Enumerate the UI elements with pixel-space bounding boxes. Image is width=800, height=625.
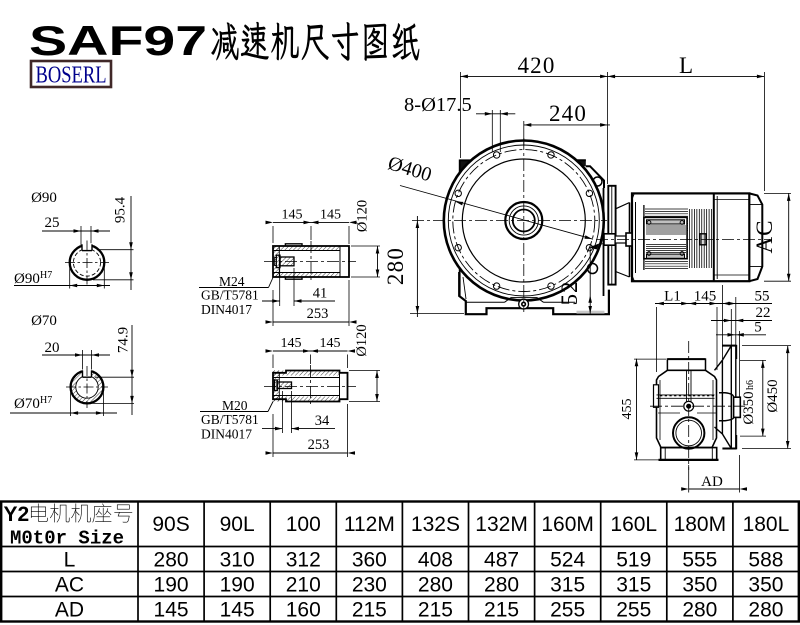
svg-text:112M: 112M	[344, 513, 395, 536]
svg-text:22: 22	[756, 305, 771, 321]
svg-text:20: 20	[45, 340, 60, 356]
svg-text:145: 145	[220, 598, 255, 621]
svg-text:280: 280	[383, 247, 408, 285]
svg-text:95.4: 95.4	[113, 196, 129, 223]
svg-text:h6: h6	[745, 380, 756, 390]
svg-text:255: 255	[616, 598, 651, 621]
svg-text:350: 350	[682, 573, 717, 596]
svg-text:315: 315	[616, 573, 651, 596]
svg-text:Ø90: Ø90	[14, 271, 40, 287]
svg-text:AD: AD	[701, 474, 723, 490]
svg-text:280: 280	[682, 598, 717, 621]
svg-text:280: 280	[484, 573, 519, 596]
svg-text:350: 350	[748, 573, 783, 596]
svg-text:519: 519	[616, 548, 651, 571]
svg-text:310: 310	[220, 548, 255, 571]
svg-text:160M: 160M	[541, 513, 594, 536]
svg-text:145: 145	[320, 208, 341, 223]
svg-text:455: 455	[620, 399, 635, 420]
svg-text:555: 555	[682, 548, 717, 571]
svg-text:253: 253	[307, 306, 329, 322]
svg-text:90L: 90L	[220, 513, 255, 536]
svg-text:408: 408	[418, 548, 453, 571]
svg-text:M20: M20	[222, 398, 248, 413]
svg-text:74.9: 74.9	[116, 327, 132, 353]
svg-text:487: 487	[484, 548, 519, 571]
svg-text:M24: M24	[219, 274, 245, 289]
svg-text:M0t0r Size: M0t0r Size	[10, 528, 124, 550]
svg-text:280: 280	[154, 548, 189, 571]
svg-text:160L: 160L	[610, 513, 657, 536]
svg-text:315: 315	[550, 573, 585, 596]
svg-text:H7: H7	[40, 270, 52, 281]
svg-text:BOSERL: BOSERL	[36, 63, 107, 89]
svg-text:280: 280	[748, 598, 783, 621]
svg-text:41: 41	[313, 286, 328, 302]
svg-text:SAF97: SAF97	[29, 17, 207, 64]
svg-text:180M: 180M	[674, 513, 727, 536]
svg-text:253: 253	[308, 437, 330, 453]
svg-text:588: 588	[748, 548, 783, 571]
svg-text:160: 160	[286, 598, 321, 621]
svg-text:145: 145	[281, 336, 302, 351]
svg-text:52: 52	[557, 281, 582, 306]
svg-text:312: 312	[286, 548, 321, 571]
svg-text:DIN4017: DIN4017	[201, 427, 252, 442]
svg-text:Ø70: Ø70	[31, 313, 57, 329]
svg-text:Ø350: Ø350	[741, 391, 757, 424]
svg-text:215: 215	[484, 598, 519, 621]
svg-text:145: 145	[154, 598, 189, 621]
svg-text:420: 420	[517, 53, 555, 78]
svg-text:34: 34	[315, 413, 330, 429]
svg-text:240: 240	[549, 101, 587, 126]
svg-text:360: 360	[352, 548, 387, 571]
svg-text:180L: 180L	[743, 513, 790, 536]
svg-text:145: 145	[320, 336, 341, 351]
svg-text:Ø120: Ø120	[355, 200, 371, 232]
svg-text:DIN4017: DIN4017	[201, 302, 252, 317]
svg-text:145: 145	[282, 208, 303, 223]
svg-text:145: 145	[694, 289, 717, 305]
svg-text:25: 25	[45, 215, 60, 231]
svg-text:Ø70: Ø70	[14, 396, 40, 412]
svg-text:255: 255	[550, 598, 585, 621]
svg-text:Y2: Y2	[4, 503, 30, 526]
svg-text:190: 190	[154, 573, 189, 596]
svg-text:100: 100	[286, 513, 321, 536]
svg-text:L: L	[679, 53, 693, 78]
svg-text:5: 5	[754, 320, 762, 336]
svg-text:524: 524	[550, 548, 585, 571]
svg-text:L1: L1	[664, 289, 681, 305]
svg-text:H7: H7	[40, 395, 52, 406]
svg-text:GB/T5781: GB/T5781	[201, 412, 259, 427]
svg-text:L: L	[64, 548, 76, 571]
svg-text:132M: 132M	[475, 513, 528, 536]
svg-text:GB/T5781: GB/T5781	[201, 288, 259, 303]
svg-text:8-Ø17.5: 8-Ø17.5	[404, 94, 472, 116]
svg-text:190: 190	[220, 573, 255, 596]
svg-text:90S: 90S	[152, 513, 189, 536]
svg-text:230: 230	[352, 573, 387, 596]
svg-text:AD: AD	[55, 598, 84, 621]
svg-text:55: 55	[755, 289, 770, 305]
svg-text:215: 215	[352, 598, 387, 621]
svg-text:AC: AC	[55, 573, 84, 596]
svg-text:AC: AC	[752, 220, 777, 254]
svg-text:Ø120: Ø120	[354, 324, 370, 356]
svg-text:210: 210	[286, 573, 321, 596]
svg-text:Ø450: Ø450	[765, 379, 781, 412]
svg-text:132S: 132S	[411, 513, 460, 536]
svg-text:280: 280	[418, 573, 453, 596]
svg-text:Ø90: Ø90	[31, 190, 57, 206]
svg-text:215: 215	[418, 598, 453, 621]
